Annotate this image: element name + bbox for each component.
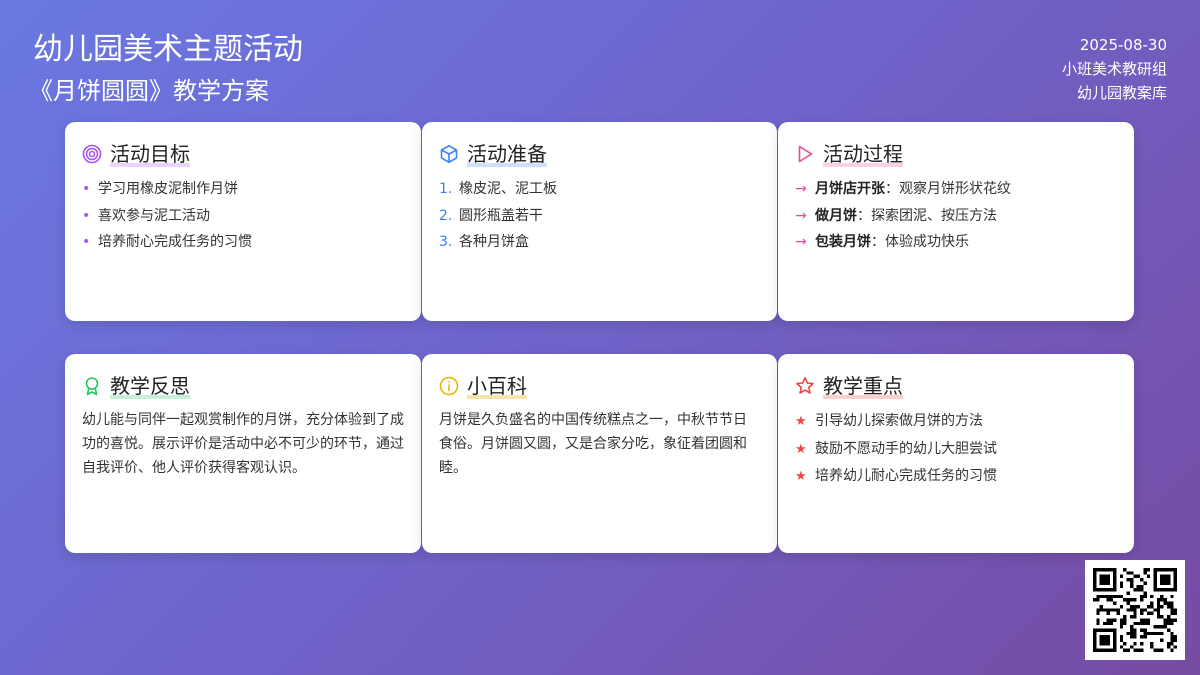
bullet-dot: • [82,234,91,250]
list-item: 3. 各种月饼盒 [439,229,760,256]
card-header: 活动过程 [795,141,1117,167]
card-header: 教学反思 [82,373,404,399]
date-text: 2025-08-30 [1079,36,1167,54]
bullet-dot: • [82,207,91,224]
star-icon [795,376,815,396]
list-item-bold: 包装月饼 [815,234,871,250]
group-text: 小班美术教研组 [1061,60,1167,78]
list-item: • 喜欢参与泥工活动 [82,203,404,230]
goals-list: • 学习用橡皮泥制作月饼 • 喜欢参与泥工活动 • 培养耐心完成任务的习惯 [82,176,404,256]
list-item-text: ：探索团泥、按压方法 [857,207,997,224]
star-bullet-icon: ★ [795,469,807,484]
card-title: 教学重点 [823,373,903,399]
process-list: → 月饼店开张：观察月饼形状花纹 → 做月饼：探索团泥、按压方法 → 包装月饼：体验成… [795,176,1117,256]
list-item: 2. 圆形瓶盖若干 [439,203,760,230]
card-activity-prep: 活动准备 1. 橡皮泥、泥工板 2. 圆形瓶盖若干 3. 各种月饼盒 [422,122,777,321]
card-title: 活动准备 [467,141,547,167]
list-item: • 学习用橡皮泥制作月饼 [82,176,404,203]
star-bullet-icon: ★ [795,414,807,429]
target-icon [82,144,102,164]
header-meta: 2025-08-30 小班美术教研组 幼儿园教案库 [1062,33,1167,105]
list-number: 1. [439,181,453,197]
bullet-dot: • [82,181,91,197]
list-item: → 月饼店开张：观察月饼形状花纹 [795,176,1117,203]
list-item: ★ 引导幼儿探索做月饼的方法 [795,408,1117,436]
arrow-icon: → [795,181,807,197]
encyclopedia-text: 月饼是久负盛名的中国传统糕点之一，中秋节节日食俗。月饼圆又圆，又是合家分吃，象征… [439,412,747,476]
play-icon [795,144,815,164]
card-header: 教学重点 [795,373,1117,399]
list-item-text: 培养耐心完成任务的习惯 [98,234,252,250]
list-item-text: 橡皮泥、泥工板 [459,181,557,197]
card-header: 小百科 [439,373,760,399]
qr-code-icon[interactable] [1085,560,1185,660]
list-item-text: 引导幼儿探索做月饼的方法 [815,413,983,429]
list-item-text: 各种月饼盒 [459,234,529,250]
list-item-text: 鼓励不愿动手的幼儿大胆尝试 [815,440,997,457]
star-bullet-icon: ★ [795,441,807,457]
arrow-icon: → [795,234,807,250]
focus-list: ★ 引导幼儿探索做月饼的方法 ★ 鼓励不愿动手的幼儿大胆尝试 ★ 培养幼儿耐心完成任务… [795,408,1117,491]
cube-icon [439,144,459,164]
card-title: 教学反思 [110,373,190,399]
card-encyclopedia: 小百科 月饼是久负盛名的中国传统糕点之一，中秋节节日食俗。月饼圆又圆，又是合家分… [422,354,777,553]
card-header: 活动目标 [82,141,404,167]
list-item: ★ 鼓励不愿动手的幼儿大胆尝试 [795,436,1117,464]
list-item-text: 圆形瓶盖若干 [459,207,543,224]
list-item: → 包装月饼：体验成功快乐 [795,229,1117,256]
list-item: • 培养耐心完成任务的习惯 [82,229,404,256]
list-item-text: 培养幼儿耐心完成任务的习惯 [815,468,997,484]
list-item-text: ：体验成功快乐 [871,234,969,250]
library-text: 幼儿园教案库 [1076,84,1167,102]
prep-list: 1. 橡皮泥、泥工板 2. 圆形瓶盖若干 3. 各种月饼盒 [439,176,760,256]
list-item: → 做月饼：探索团泥、按压方法 [795,203,1117,230]
list-item-bold: 做月饼 [815,207,857,224]
card-teaching-reflection: 教学反思 幼儿能与同伴一起观赏制作的月饼，充分体验到了成功的喜悦。展示评价是活动… [65,354,421,553]
list-item-text: ：观察月饼形状花纹 [885,181,1011,197]
list-item-bold: 月饼店开张 [815,181,885,197]
list-item-text: 喜欢参与泥工活动 [98,207,210,224]
card-title: 活动过程 [823,141,903,167]
list-item: ★ 培养幼儿耐心完成任务的习惯 [795,463,1117,491]
card-teaching-focus: 教学重点 ★ 引导幼儿探索做月饼的方法 ★ 鼓励不愿动手的幼儿大胆尝试 ★ 培养幼儿耐… [778,354,1134,553]
card-title: 活动目标 [110,141,190,167]
list-number: 2. [439,207,453,224]
list-item: 1. 橡皮泥、泥工板 [439,176,760,203]
card-header: 活动准备 [439,141,760,167]
header-title-block: 幼儿园美术主题活动 《月饼圆圆》教学方案 [29,30,303,108]
arrow-icon: → [795,207,807,224]
card-activity-process: 活动过程 → 月饼店开张：观察月饼形状花纹 → 做月饼：探索团泥、按压方法 → 包装月… [778,122,1134,321]
card-activity-goals: 活动目标 • 学习用橡皮泥制作月饼 • 喜欢参与泥工活动 • 培养耐心完成任务的习惯 [65,122,421,321]
card-title: 小百科 [467,373,527,399]
page-title: 幼儿园美术主题活动 [33,32,303,67]
info-icon [439,376,459,396]
list-item-text: 学习用橡皮泥制作月饼 [98,181,238,197]
list-number: 3. [439,234,453,250]
award-icon [82,376,102,396]
reflection-text: 幼儿能与同伴一起观赏制作的月饼，充分体验到了成功的喜悦。展示评价是活动中必不可少… [82,412,404,476]
page-subtitle: 《月饼圆圆》教学方案 [29,77,269,105]
